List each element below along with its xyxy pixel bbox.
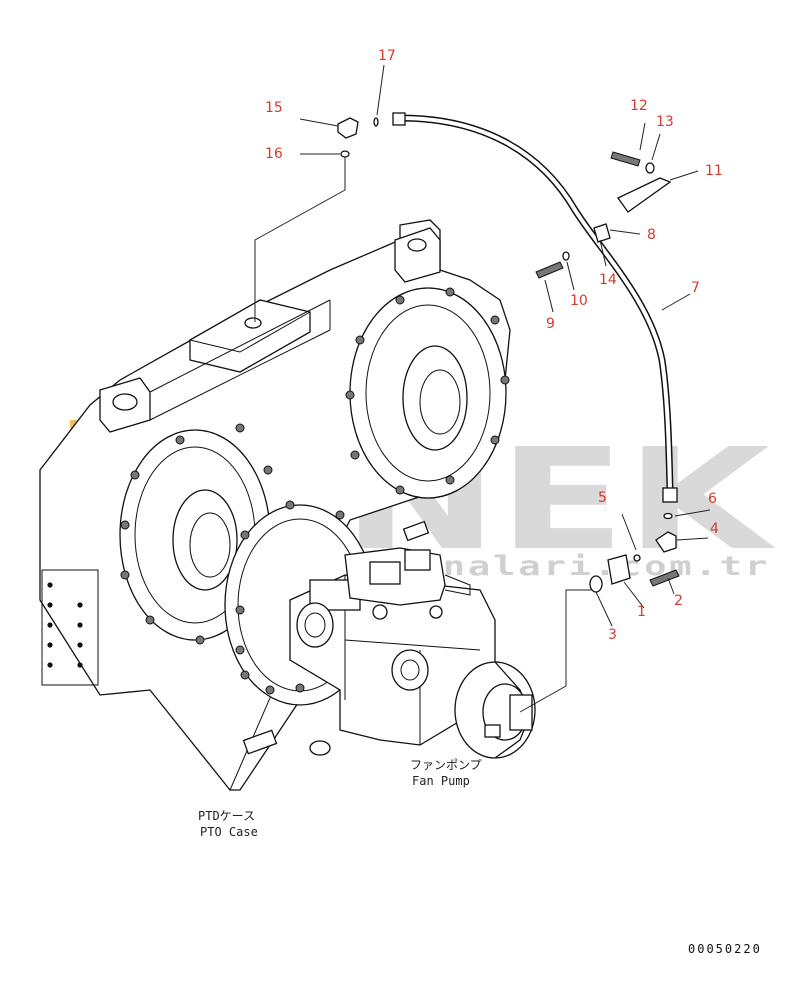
callout-14: 14	[599, 272, 617, 288]
callout-15: 15	[265, 100, 283, 116]
callout-7: 7	[691, 280, 700, 296]
callout-2: 2	[674, 593, 683, 609]
callout-13: 13	[656, 114, 674, 130]
annotations: ファンポンプ Fan Pump PTDケース PTO Case	[198, 758, 482, 839]
callout-11: 11	[705, 163, 723, 179]
callout-5: 5	[598, 490, 607, 506]
callout-4: 4	[710, 521, 719, 537]
leader-lines	[254, 64, 711, 713]
callouts: 1 2 3 4 5 6 7 8 9 10 11 12 13 14 15 16 1…	[265, 48, 723, 643]
fan-pump-assembly	[224, 500, 536, 759]
callout-8: 8	[647, 227, 656, 243]
callout-16: 16	[265, 146, 283, 162]
callout-6: 6	[708, 491, 717, 507]
fan-pump-label-en: Fan Pump	[412, 774, 470, 788]
callout-10: 10	[570, 293, 588, 309]
pto-case-label-jp: PTDケース	[198, 809, 255, 823]
callout-9: 9	[546, 316, 555, 332]
callout-12: 12	[630, 98, 648, 114]
drawing-code: 00050220	[688, 942, 762, 956]
loose-parts	[337, 112, 680, 593]
fan-pump-label-jp: ファンポンプ	[410, 758, 482, 772]
pto-case-housing	[39, 219, 511, 791]
callout-17: 17	[378, 48, 396, 64]
callout-3: 3	[608, 627, 617, 643]
callout-1: 1	[637, 604, 646, 620]
pto-case-label-en: PTO Case	[200, 825, 258, 839]
